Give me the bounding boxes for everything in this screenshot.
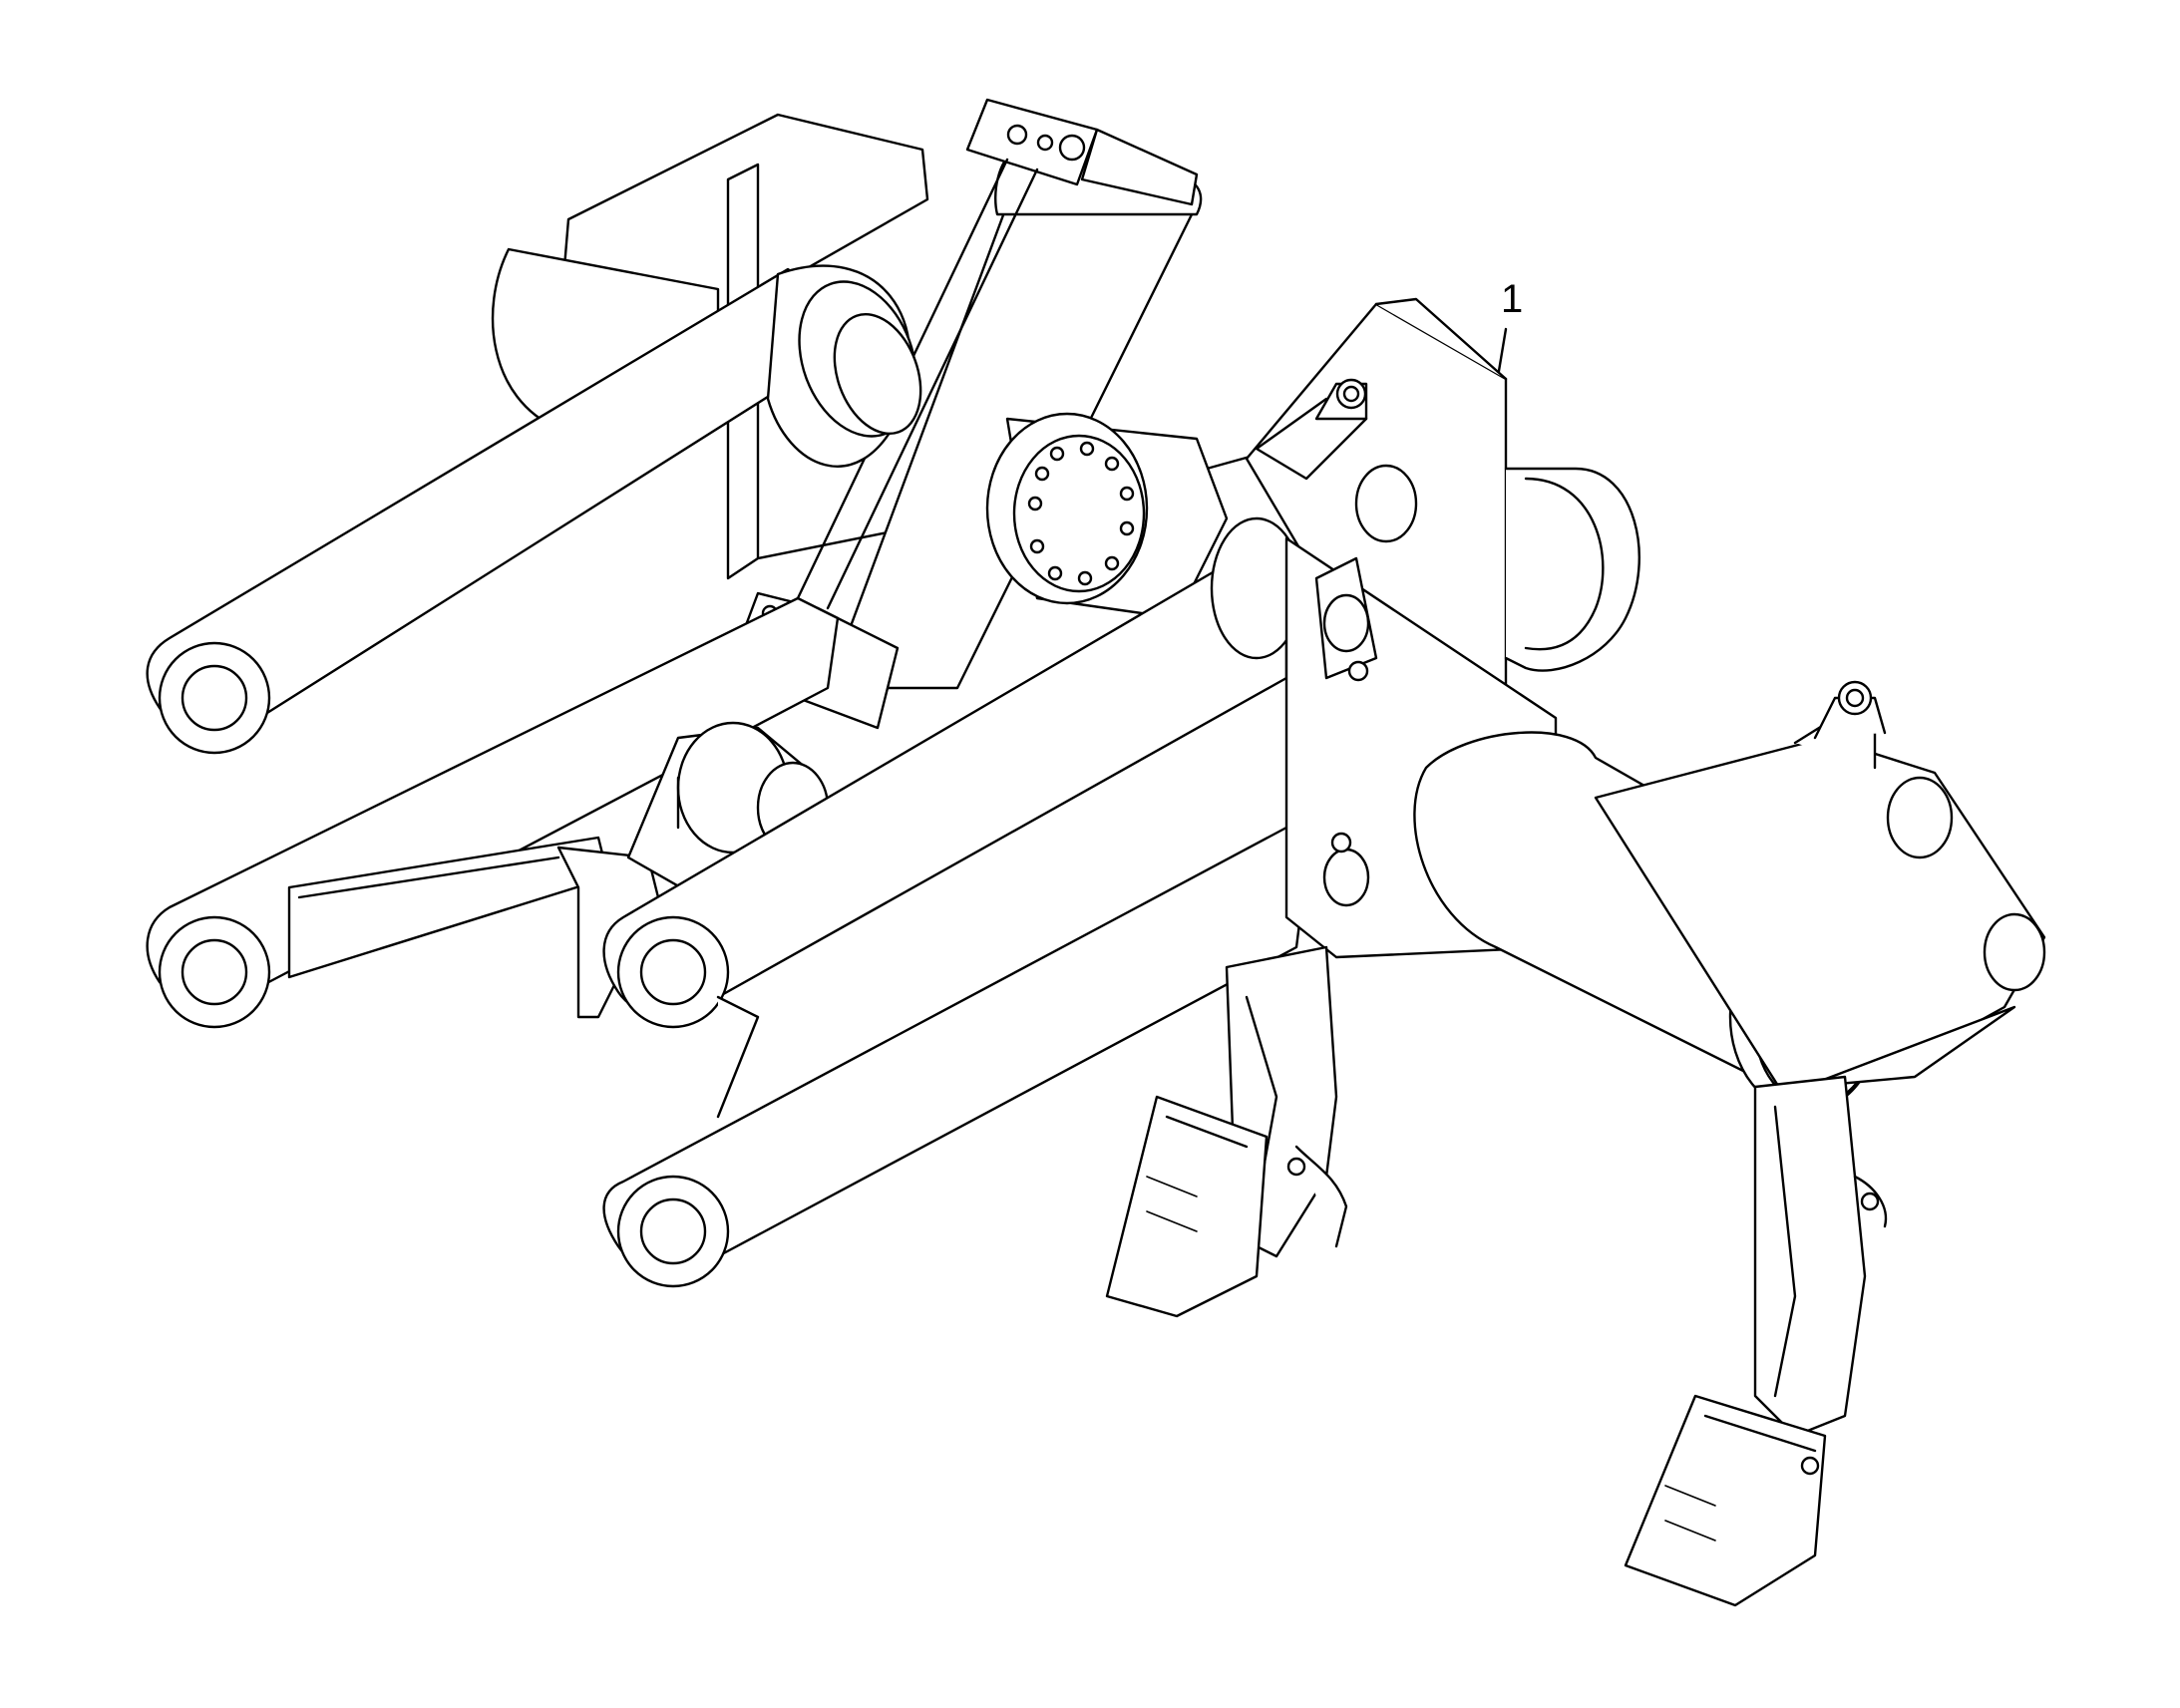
left-ripper-tooth	[1105, 1095, 1269, 1318]
right-shank	[1753, 1075, 1888, 1438]
callout-label-1: 1	[1501, 277, 1524, 321]
right-ripper-tooth	[1624, 1394, 1827, 1607]
lower-link-arm	[602, 826, 1308, 1288]
central-pivot-boss	[985, 412, 1229, 620]
center-link-arm	[602, 516, 1303, 1029]
middle-link-arm	[146, 596, 840, 1029]
bolt-circle	[1027, 441, 1135, 586]
right-shank-bracket	[1594, 680, 2046, 1099]
upper-link-arm	[146, 264, 922, 755]
upper-frame-bracket	[1245, 297, 1640, 720]
